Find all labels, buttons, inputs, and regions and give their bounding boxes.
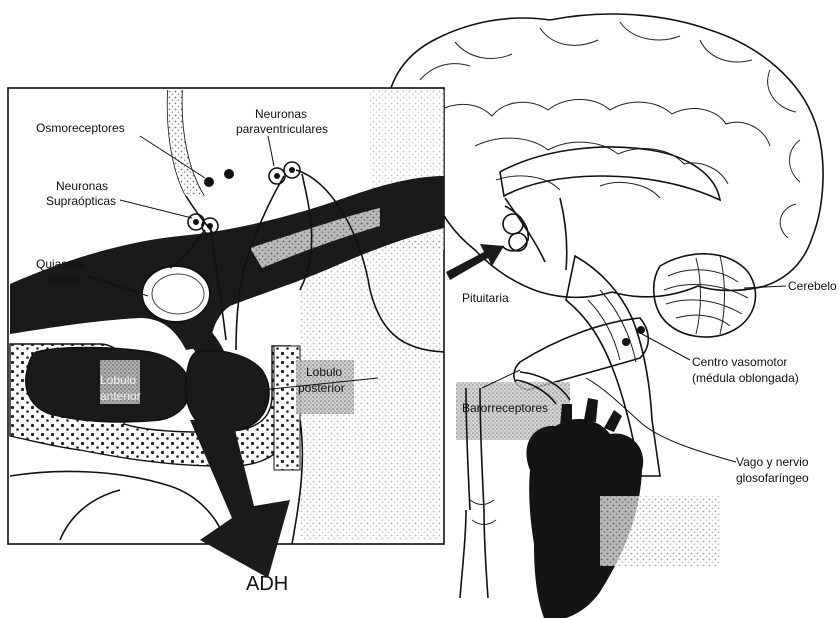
label-osmoreceptores: Osmoreceptores <box>36 121 125 135</box>
osmoreceptor-2 <box>224 169 234 179</box>
osmoreceptor-1 <box>204 177 214 187</box>
label-centro-vasomotor: Centro vasomotor <box>692 355 787 369</box>
label-neuronas-supraopticas: Neuronas <box>56 179 108 193</box>
label-cerebelo: Cerebelo <box>788 279 837 293</box>
label-centro-vasomotor-2: (médula oblongada) <box>692 371 799 385</box>
label-neuronas-supraopticas-2: Supraópticas <box>46 194 116 208</box>
brain-illustration <box>388 14 823 476</box>
label-vago: Vago y nervio <box>736 455 809 469</box>
label-quiasma-optico: Quiasma <box>36 257 84 271</box>
label-lobulo-anterior-2: anterior <box>100 389 141 403</box>
pituitary-small-lobe-2 <box>509 233 527 251</box>
label-neuronas-paraventriculares-2: paraventriculares <box>236 122 328 136</box>
label-pituitaria: Pituitaria <box>462 291 509 305</box>
label-adh: ADH <box>246 573 288 595</box>
cerebrum-outline <box>388 14 823 297</box>
vasomotor-neuron-2 <box>637 326 645 334</box>
vasomotor-neuron-1 <box>622 338 630 346</box>
label-lobulo-posterior-2: posterior <box>298 381 345 395</box>
label-neuronas-paraventriculares: Neuronas <box>255 107 307 121</box>
corpus-callosum <box>500 147 720 200</box>
pituitary-small-lobe-1 <box>503 214 523 234</box>
label-vago-2: glosofaríngeo <box>736 471 809 485</box>
label-lobulo-anterior: Lobulo <box>100 373 136 387</box>
label-quiasma-optico-2: óptico <box>46 272 78 286</box>
hypothalamus-region <box>502 206 528 251</box>
label-barorreceptores: Barorreceptores <box>462 401 548 415</box>
medulla-pathway <box>514 318 648 390</box>
label-lobulo-posterior: Lobulo <box>306 365 342 379</box>
